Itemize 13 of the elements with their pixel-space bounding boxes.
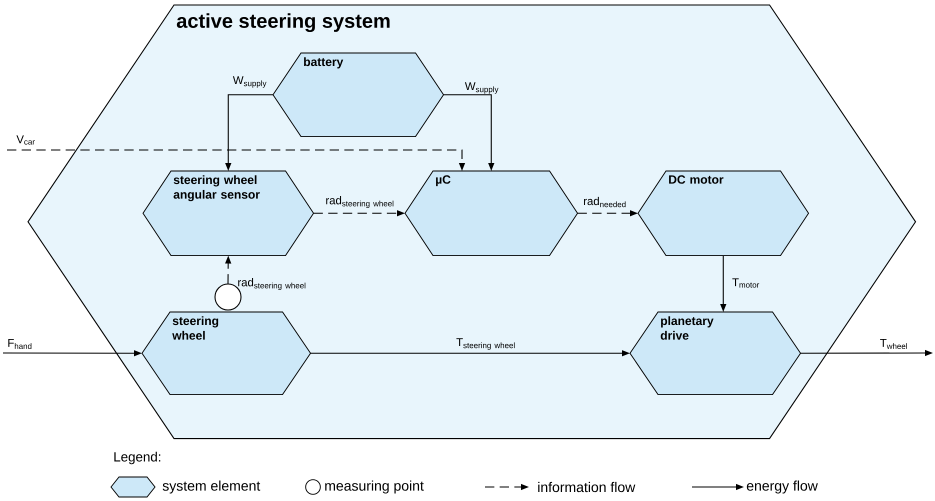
legend-text: measuring point <box>325 480 424 494</box>
edge-label: $\mathrm{W}_{\mathrm{supply}}$ <box>464 82 498 94</box>
edge-label: $\mathrm{rad}_{\mathrm{steering\ wheel}}$ <box>238 278 306 290</box>
edge-label: $\mathrm{rad}_{\mathrm{steering\ wheel}}$ <box>326 196 394 208</box>
legend-heading: Legend: <box>114 452 160 464</box>
legend-text: information flow <box>538 482 636 492</box>
legend-text: system element <box>162 480 260 494</box>
edge-label: $\mathrm{W}_{\mathrm{supply}}$ <box>232 76 266 88</box>
edge-label: $\mathrm{rad}_{\mathrm{needed}}$ <box>584 196 626 208</box>
edge-label: $\mathrm{T}_{\mathrm{steering\ wheel}}$ <box>456 338 515 350</box>
legend-text: energy flow <box>746 480 818 494</box>
edge-label: $\mathrm{T}_{\mathrm{motor}}$ <box>732 278 760 288</box>
edge-label: $\mathrm{T}_{\mathrm{wheel}}$ <box>880 339 907 349</box>
